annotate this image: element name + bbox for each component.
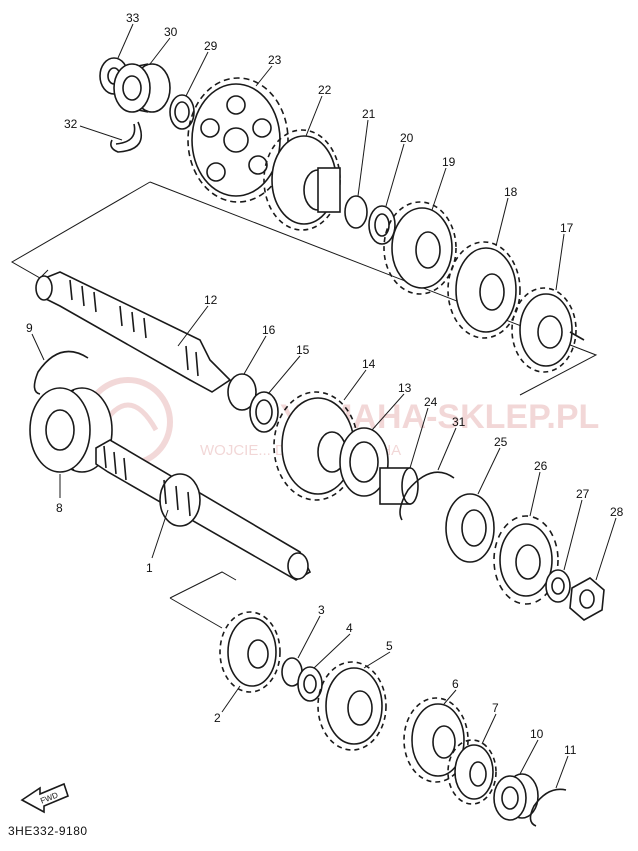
label-28: 28: [610, 505, 624, 519]
label-9: 9: [26, 321, 33, 335]
part-32-circlip: [110, 121, 143, 153]
leader-lines: [31, 23, 617, 789]
label-25: 25: [494, 435, 508, 449]
part-26-sprocket: [493, 515, 559, 605]
part-21-circlip: [344, 195, 368, 229]
part-23-large-gear: [187, 77, 289, 203]
lower-assembly-outline: [169, 571, 237, 599]
part-number-labels: 33 30 29 23 22 21 20 19 18 17 32 12 16 1…: [26, 11, 624, 757]
part-11-circlip: [529, 788, 567, 827]
drawing-code: 3HE332-9180: [8, 824, 88, 838]
label-13: 13: [398, 381, 412, 395]
label-32: 32: [64, 117, 78, 131]
label-7: 7: [492, 701, 499, 715]
label-10: 10: [530, 727, 544, 741]
fwd-arrow-icon: FWD: [20, 782, 69, 814]
part-5-gear: [317, 661, 387, 751]
part-16-circlip: [227, 373, 257, 411]
part-15-washer: [249, 391, 279, 433]
label-11: 11: [564, 743, 577, 757]
part-31-circlip: [399, 471, 455, 521]
label-23: 23: [268, 53, 282, 67]
label-29: 29: [204, 39, 218, 53]
label-31: 31: [452, 415, 466, 429]
part-22-gear: [263, 129, 341, 231]
label-5: 5: [386, 639, 393, 653]
label-27: 27: [576, 487, 590, 501]
part-27-lock-washer: [545, 569, 571, 603]
upper-assembly-outline-right: [149, 181, 598, 396]
part-18-gear: [447, 241, 521, 339]
part-8-bearing: [29, 387, 113, 473]
part-4-washer: [297, 666, 323, 702]
part-30-bearing: [113, 63, 171, 113]
label-2: 2: [214, 711, 221, 725]
label-14: 14: [362, 357, 376, 371]
part-13-bearing: [339, 427, 419, 505]
label-3: 3: [318, 603, 325, 617]
upper-assembly-outline: [10, 181, 151, 279]
lower-assembly-outline-left: [169, 597, 223, 629]
label-16: 16: [262, 323, 276, 337]
label-4: 4: [346, 621, 353, 635]
label-26: 26: [534, 459, 548, 473]
label-1: 1: [146, 561, 153, 575]
label-6: 6: [452, 677, 459, 691]
part-1-drive-axle: [95, 439, 312, 581]
label-21: 21: [362, 107, 376, 121]
label-22: 22: [318, 83, 332, 97]
label-12: 12: [204, 293, 218, 307]
part-10-bearing: [493, 773, 539, 821]
label-24: 24: [424, 395, 438, 409]
label-33: 33: [126, 11, 140, 25]
part-28-nut: [569, 577, 605, 621]
part-25-seal: [445, 493, 495, 563]
label-17: 17: [560, 221, 574, 235]
part-2-gear: [219, 611, 281, 693]
part-9-circlip: [33, 350, 89, 395]
label-30: 30: [164, 25, 178, 39]
label-19: 19: [442, 155, 456, 169]
part-20-washer: [368, 205, 396, 245]
label-15: 15: [296, 343, 310, 357]
part-7-gear: [447, 739, 497, 805]
part-12-main-axle: [35, 271, 232, 393]
part-19-gear: [383, 201, 457, 295]
label-18: 18: [504, 185, 518, 199]
label-20: 20: [400, 131, 414, 145]
part-17-dog-gear: [511, 287, 585, 373]
label-8: 8: [56, 501, 63, 515]
